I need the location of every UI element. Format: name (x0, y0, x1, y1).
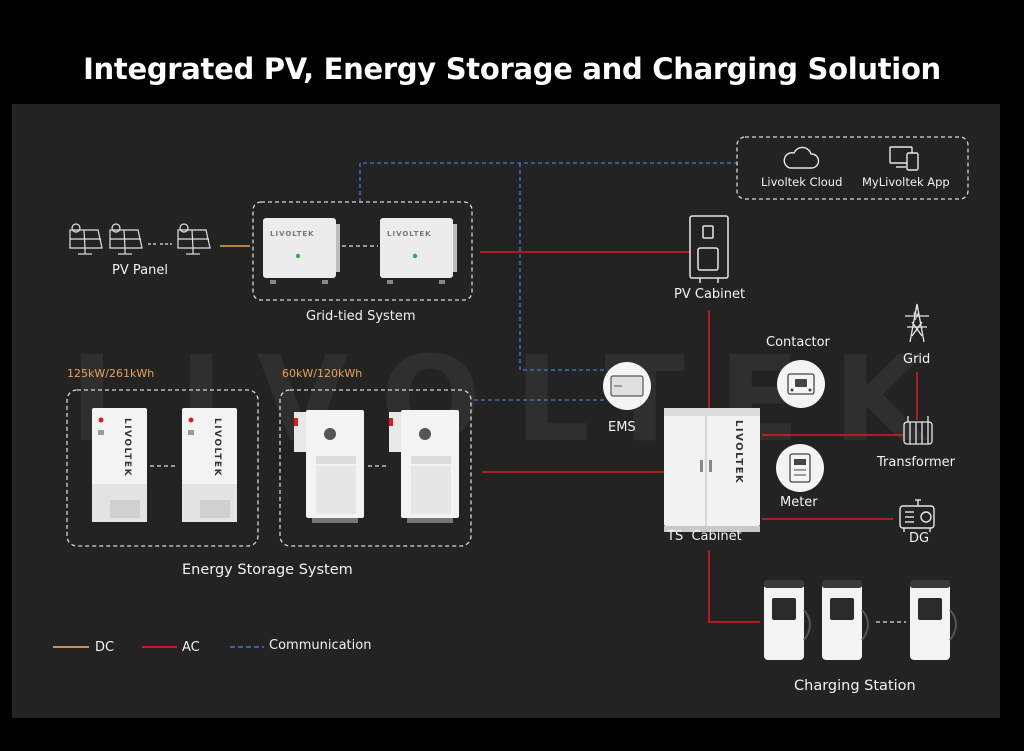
meter-label: Meter (780, 495, 818, 510)
devices-icon (889, 146, 919, 171)
ess-b-unit-1 (294, 410, 364, 523)
ess-label: Energy Storage System (182, 562, 353, 578)
svg-text:LIVOLTEK: LIVOLTEK (212, 418, 222, 477)
charger-2 (822, 580, 869, 660)
ess-a-box (66, 389, 259, 547)
ess-a-unit-1: LIVOLTEK (92, 408, 147, 522)
contactor-label: Contactor (766, 335, 830, 350)
inverter-2-brand: LIVOLTEK (387, 230, 432, 238)
contactor-icon (777, 360, 825, 408)
grid-label: Grid (903, 352, 931, 367)
transmission-tower-icon (905, 303, 929, 343)
ems-icon (603, 362, 651, 410)
pv-cabinet-label: PV Cabinet (674, 287, 746, 302)
charger-1 (764, 580, 811, 660)
charger-3 (910, 580, 957, 660)
legend-communication-label: Communication (269, 638, 372, 653)
ess-b-box (279, 389, 472, 547)
transformer-label: Transformer (877, 455, 956, 470)
inverter-1-brand: LIVOLTEK (270, 230, 315, 238)
grid-tied-label: Grid-tied System (306, 309, 416, 324)
dg-label: DG (909, 531, 930, 546)
generator-icon (899, 499, 935, 532)
grid-tied-box (252, 201, 473, 301)
charging-station-label: Charging Station (794, 678, 916, 694)
ess-a-unit-2: LIVOLTEK (182, 408, 237, 522)
svg-text:LIVOLTEK: LIVOLTEK (122, 418, 132, 477)
ts-cabinet-label: TS Cabinet (667, 529, 742, 544)
cloud-app-box (736, 136, 969, 200)
app-label: MyLivoltek App (862, 175, 950, 189)
legend-ac-label: AC (182, 640, 200, 655)
page-title: Integrated PV, Energy Storage and Chargi… (83, 52, 941, 86)
inverter-2 (380, 218, 457, 284)
ems-label: EMS (608, 420, 636, 435)
ess-a-capacity: 125kW/261kWh (67, 367, 155, 380)
pv-cabinet-icon (689, 215, 729, 283)
cloud-icon (783, 146, 820, 169)
legend-dc-label: DC (95, 640, 115, 655)
solar-panel-icon (69, 223, 211, 255)
pv-panel-label: PV Panel (112, 263, 168, 278)
inverter-1 (263, 218, 340, 284)
ac-lines (480, 251, 918, 623)
meter-icon (776, 444, 824, 492)
svg-text:LIVOLTEK: LIVOLTEK (733, 420, 744, 484)
ess-b-unit-2 (389, 410, 459, 523)
cloud-label: Livoltek Cloud (761, 175, 843, 189)
ts-cabinet: LIVOLTEK (664, 408, 760, 532)
transformer-icon (903, 416, 933, 445)
communication-lines (359, 162, 737, 401)
ess-b-capacity: 60kW/120kWh (282, 367, 363, 380)
